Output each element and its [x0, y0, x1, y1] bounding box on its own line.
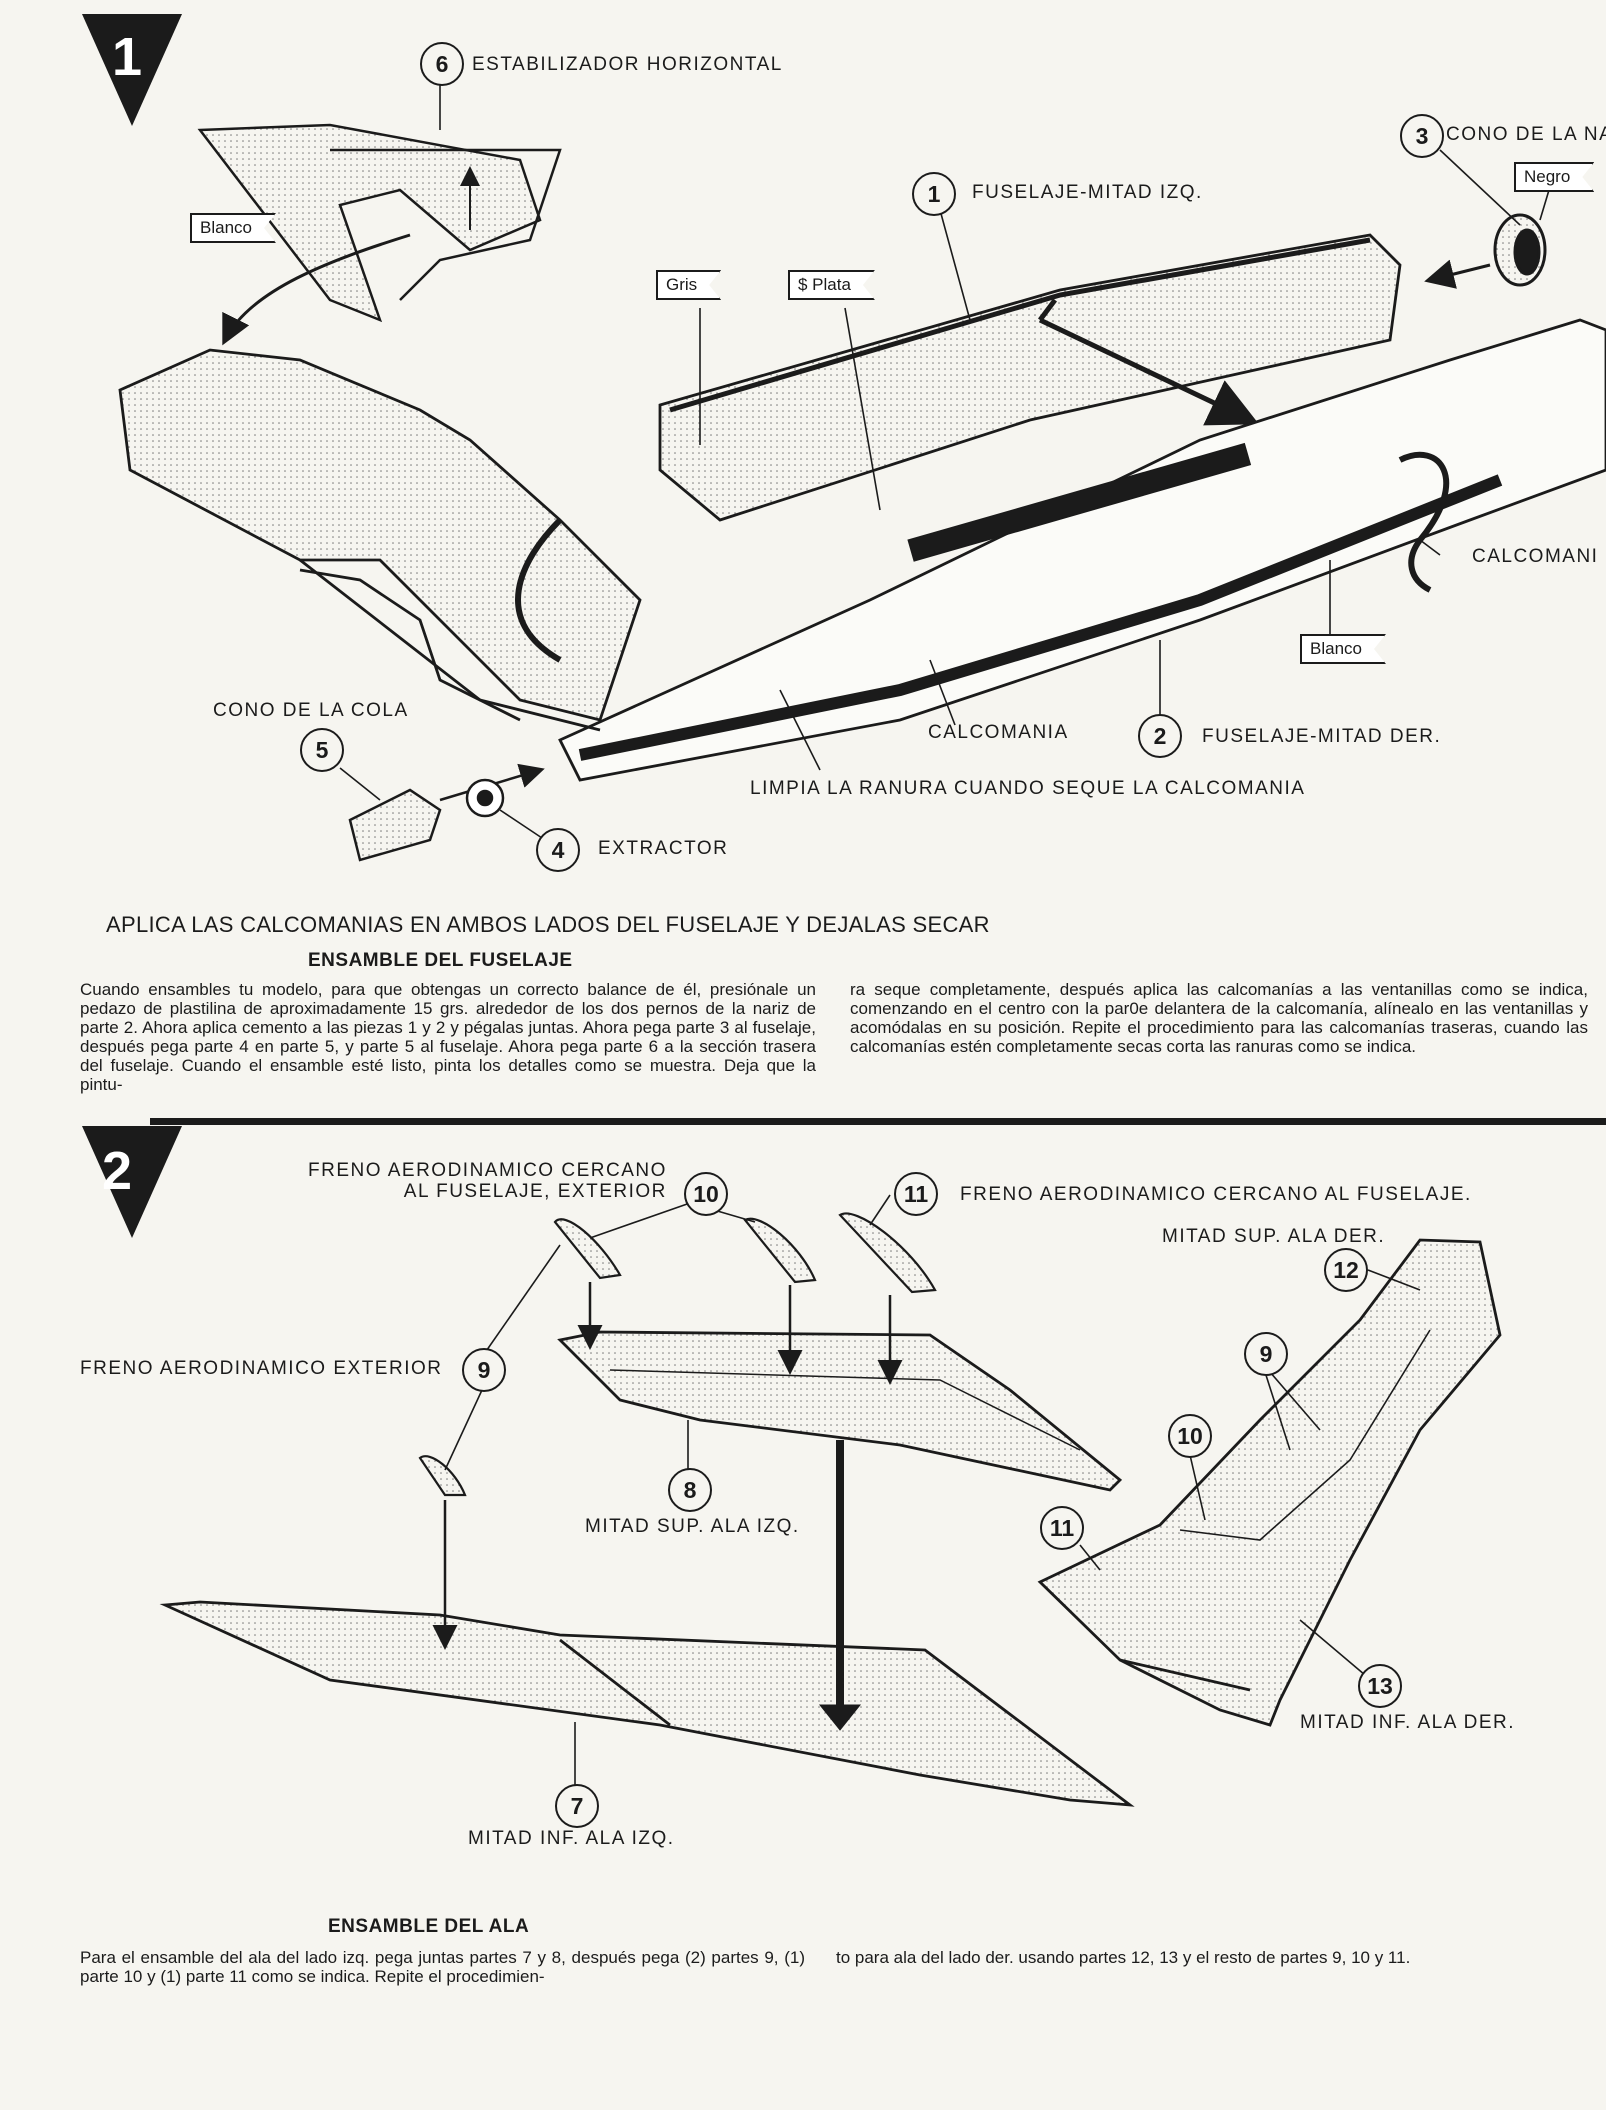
window-strip-decal — [907, 442, 1252, 562]
part-3-label: CONO DE LA NA — [1446, 124, 1606, 145]
wing-assembly-heading: ENSAMBLE DEL ALA — [328, 1916, 530, 1937]
color-tag-blanco-right: Blanco — [1300, 634, 1386, 664]
part-9-number-b: 9 — [1244, 1332, 1288, 1376]
fuselage-left-half-part — [658, 233, 1402, 522]
wing-instructions-right: to para ala del lado der. usando partes … — [836, 1948, 1411, 1967]
part-13-number: 13 — [1358, 1664, 1402, 1708]
nose-cone-part — [1424, 213, 1547, 289]
part-9-number-a: 9 — [462, 1348, 506, 1392]
brake-near-fuselage-label: FRENO AERODINAMICO CERCANO AL FUSELAJE. — [960, 1184, 1472, 1205]
left-wing-lower-half-part — [159, 1600, 1135, 1807]
right-wing-part — [1037, 1238, 1502, 1727]
leader-lines-step1 — [339, 82, 1556, 841]
color-tag-negro: Negro — [1514, 162, 1594, 192]
part-3-number: 3 — [1400, 114, 1444, 158]
right-wing-lower-label: MITAD INF. ALA DER. — [1300, 1712, 1516, 1733]
air-brake-parts — [418, 1212, 937, 1497]
step-1-badge: 1 — [82, 14, 182, 144]
part-10-number-a: 10 — [684, 1172, 728, 1216]
part-1-label: FUSELAJE-MITAD IZQ. — [972, 182, 1203, 203]
part-2-label: FUSELAJE-MITAD DER. — [1202, 726, 1442, 747]
fuselage-instructions-right: ra seque completamente, después aplica l… — [850, 980, 1588, 1056]
right-wing-upper-label: MITAD SUP. ALA DER. — [1162, 1226, 1386, 1247]
wing-join-arrow — [818, 1440, 862, 1731]
fuselage-instructions-left: Cuando ensambles tu modelo, para que obt… — [80, 980, 816, 1094]
brake-near-fuselage-exterior-label: FRENO AERODINAMICO CERCANO AL FUSELAJE, … — [308, 1160, 667, 1202]
fuselage-assembly-heading: ENSAMBLE DEL FUSELAJE — [308, 950, 573, 971]
part-8-number: 8 — [668, 1468, 712, 1512]
brake-exterior-label: FRENO AERODINAMICO EXTERIOR — [80, 1358, 443, 1379]
stabilizer-arrow — [222, 233, 411, 346]
left-wing-upper-half-part — [557, 1330, 1123, 1492]
color-tag-plata: $ Plata — [788, 270, 875, 300]
step-badge-triangle — [82, 14, 182, 126]
left-wing-lower-label: MITAD INF. ALA IZQ. — [468, 1828, 675, 1849]
tail-cone-part — [348, 763, 545, 862]
part-5-label: CONO DE LA COLA — [213, 700, 409, 721]
step-2-number: 2 — [102, 1141, 133, 1201]
part-4-number: 4 — [536, 828, 580, 872]
step-2-badge: 2 — [82, 1126, 182, 1256]
part-4-label: EXTRACTOR — [598, 838, 729, 859]
step-1-number: 1 — [112, 27, 143, 87]
left-wing-upper-label: MITAD SUP. ALA IZQ. — [585, 1516, 800, 1537]
color-tag-blanco-top: Blanco — [190, 213, 276, 243]
part-1-number: 1 — [912, 172, 956, 216]
part-11-number-b: 11 — [1040, 1506, 1084, 1550]
step-badge-triangle — [82, 1126, 182, 1238]
part-2-number: 2 — [1138, 714, 1182, 758]
fuselage-right-half-part — [558, 318, 1606, 782]
tail-section — [118, 348, 642, 732]
decal-headline: APLICA LAS CALCOMANIAS EN AMBOS LADOS DE… — [106, 912, 990, 937]
extractor-part — [465, 778, 505, 818]
air-brake-arrows — [432, 1282, 903, 1650]
horizontal-stabilizer-part — [197, 123, 562, 323]
part-7-number: 7 — [555, 1784, 599, 1828]
part-6-label: ESTABILIZADOR HORIZONTAL — [472, 54, 783, 75]
part-10-number-b: 10 — [1168, 1414, 1212, 1458]
part-11-number-a: 11 — [894, 1172, 938, 1216]
slot-note-label: LIMPIA LA RANURA CUANDO SEQUE LA CALCOMA… — [750, 778, 1306, 799]
part-6-number: 6 — [420, 42, 464, 86]
part-12-number: 12 — [1324, 1248, 1368, 1292]
section-divider — [150, 1118, 1606, 1125]
decal-bottom-label: CALCOMANIA — [928, 722, 1069, 743]
decal-right-label: CALCOMANI — [1472, 546, 1599, 567]
wing-instructions-left: Para el ensamble del ala del lado izq. p… — [80, 1948, 805, 1986]
part-5-number: 5 — [300, 728, 344, 772]
